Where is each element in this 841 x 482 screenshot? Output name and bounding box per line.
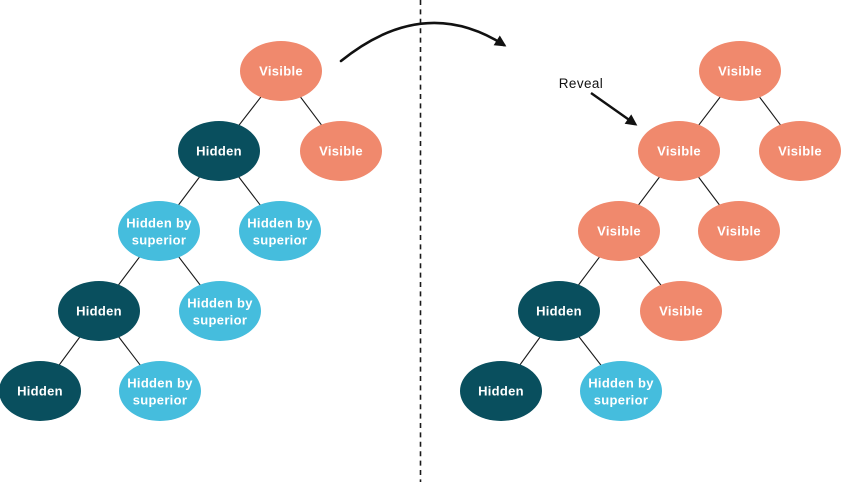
- tree-node-label: Visible: [717, 224, 761, 239]
- tree-node-label: Visible: [259, 64, 303, 79]
- reveal-arrow: [590, 92, 638, 126]
- tree-node-shape: [178, 121, 260, 181]
- tree-node-label: Visible: [597, 224, 641, 239]
- tree-node-shape: [580, 361, 662, 421]
- tree-node-shape: [699, 41, 781, 101]
- tree-node-shape: [698, 201, 780, 261]
- tree-node-label: Hidden: [536, 304, 582, 319]
- reveal-annotation: Reveal: [559, 76, 638, 126]
- tree-node-label: Hidden: [196, 144, 242, 159]
- tree-node-shape: [179, 281, 261, 341]
- tree-node-visible: Visible: [578, 201, 660, 261]
- tree-node-hidden: Hidden: [0, 361, 81, 421]
- tree-node-label: Hidden: [76, 304, 122, 319]
- tree-node-label: Hidden: [478, 384, 524, 399]
- tree-node-label: Visible: [778, 144, 822, 159]
- tree-node-visible: Visible: [638, 121, 720, 181]
- transition-arrow: [339, 21, 507, 63]
- tree-node-hidden: Hidden: [178, 121, 260, 181]
- tree-node-visible: Visible: [640, 281, 722, 341]
- tree-node-shape: [118, 201, 200, 261]
- tree-node-hidden: Hidden: [58, 281, 140, 341]
- tree-node-visible: Visible: [698, 201, 780, 261]
- reveal-label: Reveal: [559, 76, 603, 91]
- tree-node-label: Visible: [319, 144, 363, 159]
- tree-node-hidden: Hidden: [460, 361, 542, 421]
- tree-node-shape: [58, 281, 140, 341]
- tree-node-shape: [518, 281, 600, 341]
- tree-node-shape: [240, 41, 322, 101]
- tree-node-visible: Visible: [699, 41, 781, 101]
- tree-node-shape: [460, 361, 542, 421]
- tree-node-shape: [759, 121, 841, 181]
- tree-node-visible: Visible: [300, 121, 382, 181]
- tree-node-shape: [239, 201, 321, 261]
- tree-node-shape: [0, 361, 81, 421]
- tree-node-visible: Visible: [759, 121, 841, 181]
- tree-node-label: Visible: [659, 304, 703, 319]
- tree-node-label: Hidden: [17, 384, 63, 399]
- tree-node-shape: [640, 281, 722, 341]
- tree-node-hidden: Hidden: [518, 281, 600, 341]
- tree-node-label: Visible: [657, 144, 701, 159]
- tree-node-shape: [300, 121, 382, 181]
- tree-node-shape: [578, 201, 660, 261]
- tree-node-label: Visible: [718, 64, 762, 79]
- tree-node-shape: [119, 361, 201, 421]
- tree-node-visible: Visible: [240, 41, 322, 101]
- tree-node-shape: [638, 121, 720, 181]
